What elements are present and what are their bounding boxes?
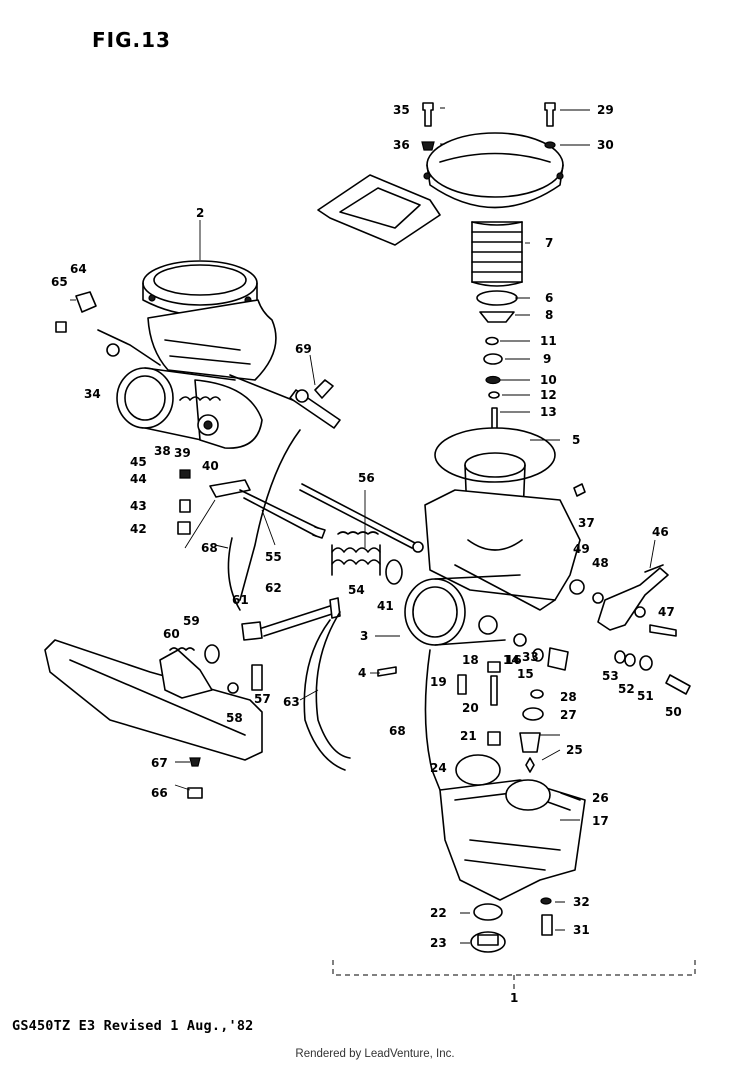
assembly-bracket <box>332 960 696 990</box>
vacuum-chamber-cap <box>423 132 564 209</box>
callout-48: 48 <box>592 556 609 570</box>
callout-23: 23 <box>430 936 447 950</box>
callout-41: 41 <box>377 599 394 613</box>
small-parts-right <box>377 483 691 936</box>
callout-61: 61 <box>232 593 249 607</box>
callout-43: 43 <box>130 499 147 513</box>
callout-67: 67 <box>151 756 168 770</box>
callout-55: 55 <box>265 550 282 564</box>
callout-37: 37 <box>578 516 595 530</box>
chamber-gasket-plate <box>317 174 441 246</box>
callout-21: 21 <box>460 729 477 743</box>
callout-42: 42 <box>130 522 147 536</box>
carburetor-body-right <box>404 489 581 647</box>
mounting-bracket <box>44 639 263 799</box>
callout-30: 30 <box>597 138 614 152</box>
callout-13: 13 <box>540 405 557 419</box>
callout-49: 49 <box>573 542 590 556</box>
callout-28: 28 <box>560 690 577 704</box>
fuel-hoses <box>227 429 441 791</box>
callout-24: 24 <box>430 761 447 775</box>
callout-32: 32 <box>573 895 590 909</box>
callout-51: 51 <box>637 689 654 703</box>
callout-69: 69 <box>295 342 312 356</box>
callout-labels: 2 3 4 5 6 7 8 9 10 11 12 13 14 15 16 17 … <box>51 103 682 1005</box>
callout-64: 64 <box>70 262 87 276</box>
callout-44: 44 <box>130 472 147 486</box>
callout-40: 40 <box>202 459 219 473</box>
callout-31: 31 <box>573 923 590 937</box>
callout-25: 25 <box>566 743 583 757</box>
top-screws <box>421 102 556 151</box>
callout-50: 50 <box>665 705 682 719</box>
callout-8: 8 <box>545 308 553 322</box>
callout-16: 16 <box>505 653 522 667</box>
float-needle <box>519 732 541 773</box>
assembly-callout-1: 1 <box>510 991 518 1005</box>
callout-7: 7 <box>545 236 553 250</box>
callout-57: 57 <box>254 692 271 706</box>
callout-68: 68 <box>389 724 406 738</box>
float-bowl <box>439 754 586 901</box>
callout-3: 3 <box>360 629 368 643</box>
small-parts-left <box>55 291 191 535</box>
callout-17: 17 <box>592 814 609 828</box>
callout-62: 62 <box>265 581 282 595</box>
callout-6: 6 <box>545 291 553 305</box>
callout-33: 33 <box>522 650 539 664</box>
callout-47: 47 <box>658 605 675 619</box>
choke-rod-and-shafts <box>209 479 424 641</box>
callout-2: 2 <box>196 206 204 220</box>
callout-5: 5 <box>572 433 580 447</box>
diaphragm-spring <box>471 221 523 287</box>
callout-22: 22 <box>430 906 447 920</box>
callout-11: 11 <box>540 334 557 348</box>
callout-34: 34 <box>84 387 101 401</box>
drain-plug-parts <box>470 903 506 953</box>
callout-12: 12 <box>540 388 557 402</box>
callout-36: 36 <box>393 138 410 152</box>
callout-68: 68 <box>201 541 218 555</box>
callout-45: 45 <box>130 455 147 469</box>
callout-54: 54 <box>348 583 365 597</box>
callout-38: 38 <box>154 444 171 458</box>
callout-65: 65 <box>51 275 68 289</box>
callout-10: 10 <box>540 373 557 387</box>
callout-59: 59 <box>183 614 200 628</box>
callout-19: 19 <box>430 675 447 689</box>
callout-39: 39 <box>174 446 191 460</box>
callout-4: 4 <box>358 666 366 680</box>
callout-66: 66 <box>151 786 168 800</box>
callout-29: 29 <box>597 103 614 117</box>
callout-27: 27 <box>560 708 577 722</box>
carburetor-body-left <box>97 260 306 449</box>
callout-14: 14 <box>503 653 520 667</box>
callout-52: 52 <box>618 682 635 696</box>
callout-56: 56 <box>358 471 375 485</box>
fuel-t-fitting <box>289 379 341 429</box>
leader-lines <box>70 107 656 944</box>
callout-18: 18 <box>462 653 479 667</box>
callout-15: 15 <box>517 667 534 681</box>
callout-58: 58 <box>226 711 243 725</box>
callout-20: 20 <box>462 701 479 715</box>
callout-35: 35 <box>393 103 410 117</box>
model-revision-code: GS450TZ E3 Revised 1 Aug.,'82 <box>12 1018 254 1034</box>
callout-9: 9 <box>543 352 551 366</box>
figure-title: FIG.13 <box>92 28 171 52</box>
callout-26: 26 <box>592 791 609 805</box>
callout-63: 63 <box>283 695 300 709</box>
callout-53: 53 <box>602 669 619 683</box>
callout-46: 46 <box>652 525 669 539</box>
render-credit: Rendered by LeadVenture, Inc. <box>295 1048 455 1060</box>
callout-60: 60 <box>163 627 180 641</box>
